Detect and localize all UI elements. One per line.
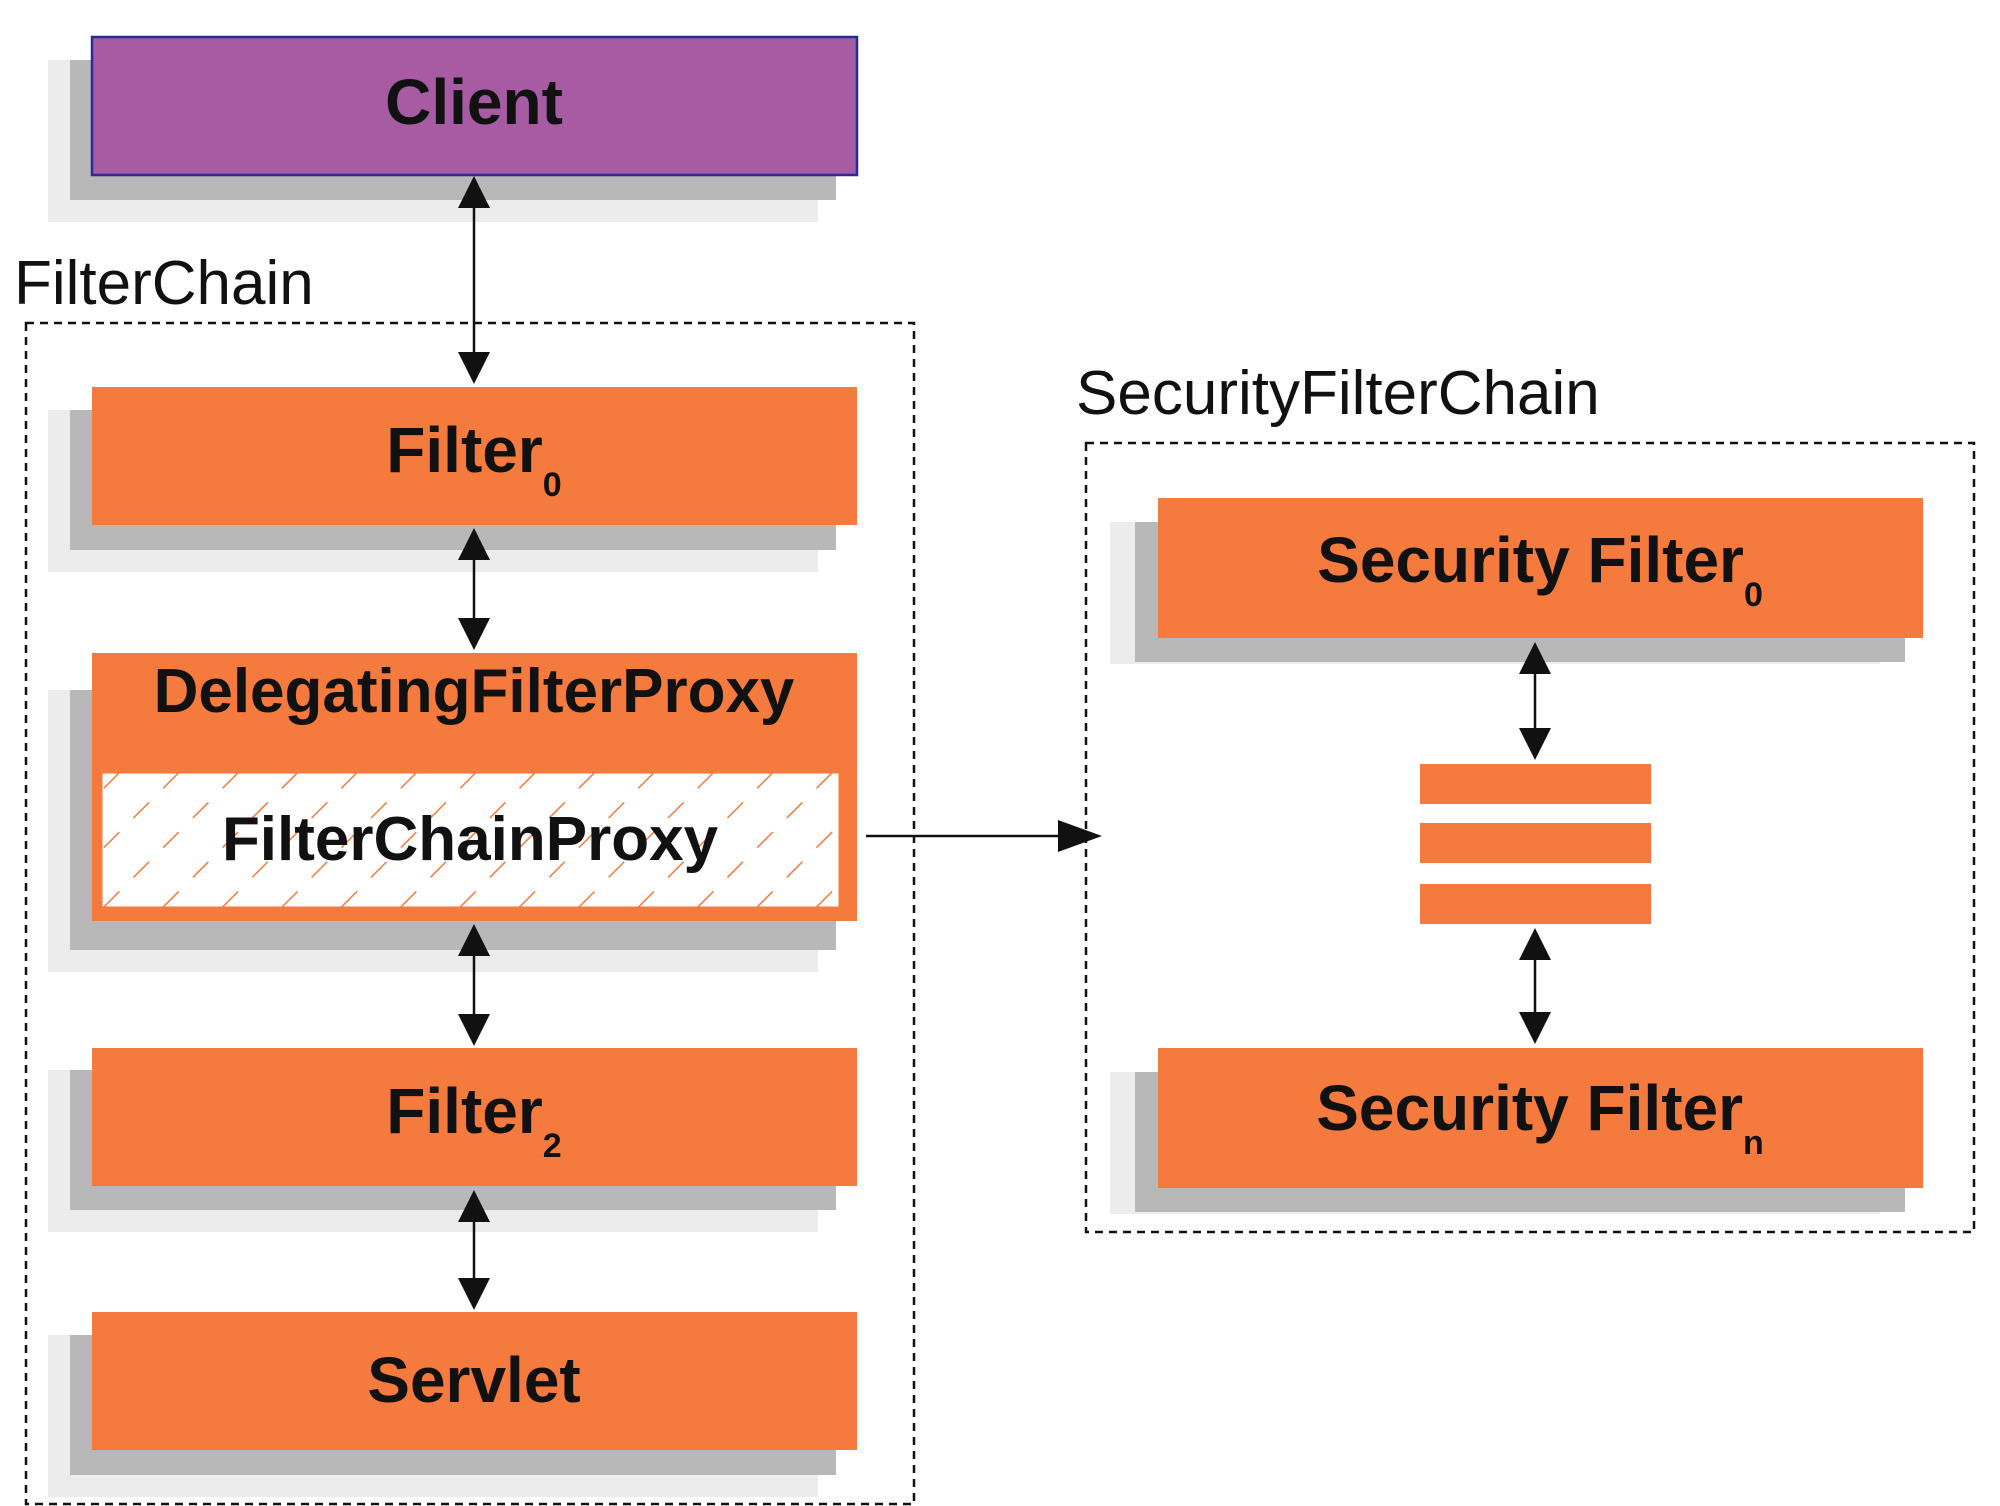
- bidirectional-arrow: [1519, 642, 1551, 760]
- client-label: Client: [385, 66, 563, 138]
- filter-chain-title: FilterChain: [14, 249, 314, 318]
- stack-bar: [1420, 823, 1651, 863]
- filter-2-box: Filter2: [48, 1048, 857, 1232]
- delegating-filter-proxy-box: DelegatingFilterProxy FilterChainProxy: [48, 653, 857, 972]
- bidirectional-arrow: [458, 924, 490, 1046]
- filter-2-label: Filter2: [386, 1075, 561, 1165]
- servlet-box: Servlet: [48, 1312, 857, 1497]
- security-filter-0-box: Security Filter0: [1110, 498, 1923, 664]
- client-box: Client: [48, 35, 859, 222]
- stack-bar: [1420, 764, 1651, 804]
- security-filter-stack: [1420, 764, 1651, 924]
- filter-chain-proxy-label: FilterChainProxy: [222, 805, 719, 874]
- security-filter-n-label: Security Filtern: [1316, 1072, 1764, 1162]
- stack-bar: [1420, 884, 1651, 924]
- delegating-filter-proxy-label: DelegatingFilterProxy: [154, 657, 795, 726]
- delegation-arrow: [866, 820, 1102, 852]
- filter-0-label: Filter0: [386, 414, 561, 504]
- filter-chain-container: [24, 321, 916, 1506]
- bidirectional-arrow: [1519, 928, 1551, 1044]
- bidirectional-arrow: [458, 176, 490, 384]
- security-filter-chain-title: SecurityFilterChain: [1076, 359, 1600, 428]
- filter-chain-proxy-box: FilterChainProxy: [99, 770, 842, 910]
- bidirectional-arrow: [458, 528, 490, 650]
- servlet-label: Servlet: [367, 1344, 580, 1416]
- bidirectional-arrow: [458, 1190, 490, 1310]
- filter-0-box: Filter0: [48, 387, 857, 572]
- security-filter-0-label: Security Filter0: [1317, 524, 1763, 614]
- security-filter-n-box: Security Filtern: [1110, 1048, 1923, 1214]
